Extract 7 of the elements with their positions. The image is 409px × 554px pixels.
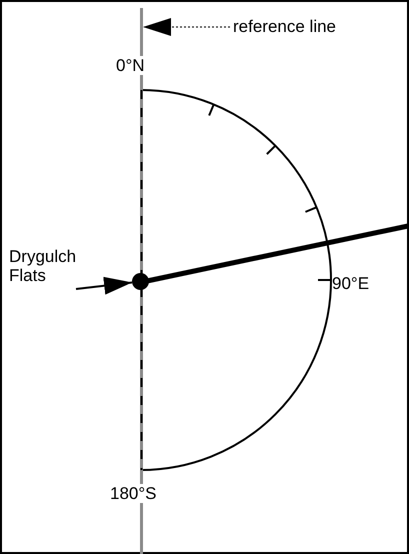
bearing-label: 0°N [116,56,145,75]
place-label: Drygulch Flats [9,247,84,287]
reference-line-label: reference line [233,17,383,37]
pointer-arrow [76,276,132,295]
bearing-label: 180°S [110,484,157,503]
leader-arrow [142,18,230,36]
location-dot [132,273,149,290]
